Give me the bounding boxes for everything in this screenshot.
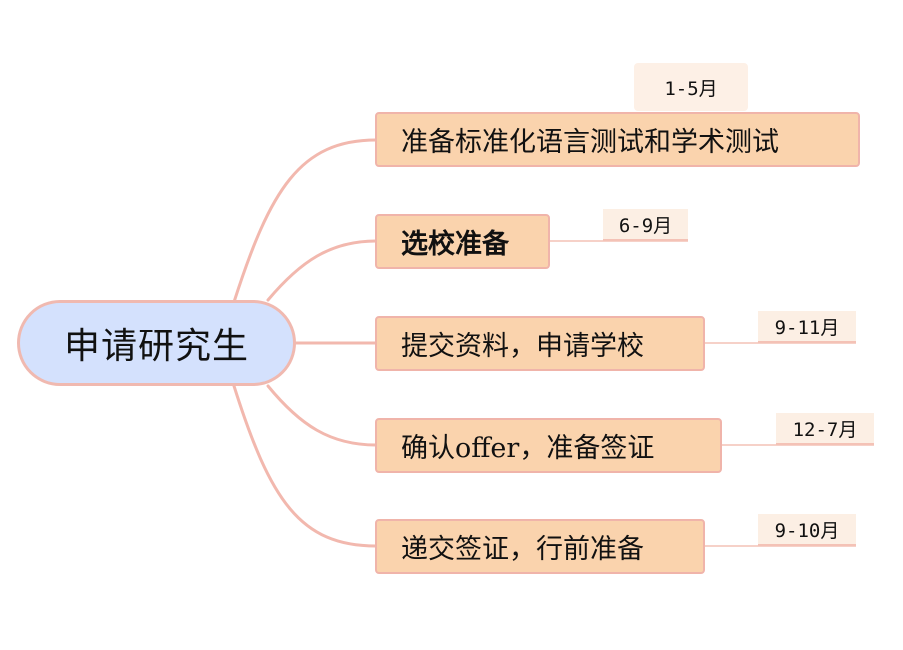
branch-node-2[interactable]: 选校准备 — [375, 214, 550, 269]
connector-4 — [266, 384, 378, 447]
branch-node-4[interactable]: 确认offer，准备签证 — [375, 418, 722, 473]
connector-1 — [232, 138, 378, 304]
branch-node-5[interactable]: 递交签证，行前准备 — [375, 519, 705, 574]
branch-tag-1: 1-5月 — [634, 63, 748, 111]
branch-tag-3: 9-11月 — [758, 311, 856, 343]
branch-node-3[interactable]: 提交资料，申请学校 — [375, 316, 705, 371]
connector-2 — [266, 239, 378, 302]
branch-node-1[interactable]: 准备标准化语言测试和学术测试 — [375, 112, 860, 167]
branch-tag-5: 9-10月 — [758, 514, 856, 546]
connector-5 — [232, 384, 378, 548]
branch-tag-4: 12-7月 — [776, 413, 874, 445]
root-node[interactable]: 申请研究生 — [17, 300, 296, 386]
branch-tag-2: 6-9月 — [603, 209, 688, 241]
